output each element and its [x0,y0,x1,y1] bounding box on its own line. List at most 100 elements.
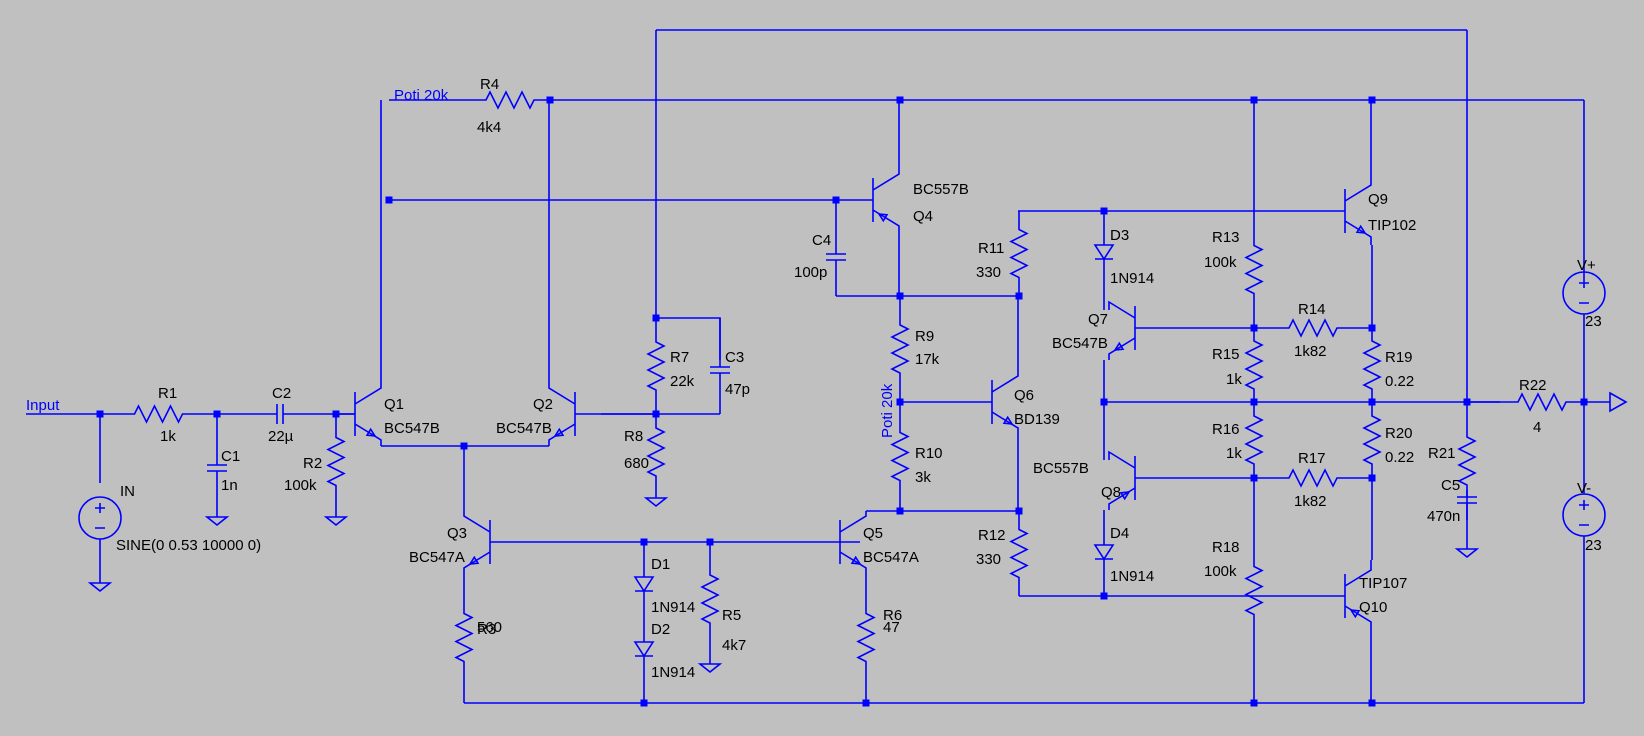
r17-ref: R17 [1298,450,1326,467]
q6-value: BD139 [1014,411,1060,428]
r5-value: 4k7 [722,637,746,654]
r3-ref: R3 [477,621,496,638]
r20-value: 0.22 [1385,449,1414,466]
q4-transistor-emitter-arrow [877,213,889,223]
r12-value: 330 [976,551,1001,568]
q8-transistor-emitter-arrow [1119,491,1131,501]
c4-value: 100p [794,264,827,281]
r12-ref: R12 [978,527,1006,544]
junction-dot [1580,398,1588,406]
r18-ref: R18 [1212,539,1240,556]
d2-diode [633,600,655,703]
in-ref: IN [120,483,135,500]
q7-transistor [1108,300,1254,360]
r8-value: 680 [624,455,649,472]
d1-ref: D1 [651,556,670,573]
r11-ref: R11 [978,240,1004,257]
junction-dot [1463,398,1471,406]
q2-ref: Q2 [533,396,553,413]
d4-diode [1093,510,1115,596]
c2-capacitor [217,404,336,424]
r3-resistor [454,572,474,703]
r21-resistor [1457,402,1477,520]
r9-ref: R9 [915,328,934,345]
c1-value: 1n [221,477,238,494]
v-minus-source-polarity [1579,500,1589,526]
vplus-ref: V+ [1577,257,1596,274]
q9-transistor-emitter-arrow [1355,224,1367,234]
r17-value: 1k82 [1294,493,1327,510]
c5-capacitor [1457,490,1477,541]
r18-value: 100k [1204,563,1237,580]
q7-ref: Q7 [1088,311,1108,328]
junction-dot [1015,292,1023,300]
junction-dot [640,538,648,546]
d2-value: 1N914 [651,664,695,681]
junction-dot [332,410,340,418]
r22-ref: R22 [1519,377,1547,394]
r7-resistor [646,318,666,414]
d4-ref: D4 [1110,525,1129,542]
junction-dot [1368,398,1376,406]
junction-dot [896,398,904,406]
r9-value: 17k [915,351,940,368]
junction-dot [862,699,870,707]
r15-ref: R15 [1212,346,1240,363]
q4-value: BC557B [913,181,969,198]
v-minus-source [1562,493,1606,537]
v-plus-source-polarity [1579,278,1589,304]
r10-resistor [890,402,910,511]
q5-transistor-emitter-arrow [850,555,862,565]
r6-resistor [856,572,876,703]
r2-resistor [326,414,346,509]
r17-resistor [1254,468,1372,488]
in-voltage-source-polarity [95,503,105,529]
component-labels: Input Poti 20k Poti 20k R1 1k R2 100k R3… [26,76,1602,681]
ground-symbol [643,490,669,508]
d1-value: 1N914 [651,599,695,616]
c3-capacitor [710,318,730,414]
q7-transistor-emitter-arrow [1113,341,1125,351]
junction-dot [1100,207,1108,215]
ground-symbol [1454,541,1480,559]
r22-resistor [1500,392,1584,412]
q5-value: BC547A [863,549,919,566]
q3-transistor-emitter-arrow [468,555,480,565]
r1-resistor [100,404,217,424]
vplus-value: 23 [1585,313,1602,330]
q9-value: TIP102 [1368,217,1416,234]
r2-ref: R2 [303,455,322,472]
c5-value: 470n [1427,508,1460,525]
r14-resistor [1254,318,1372,338]
r10-value: 3k [915,469,931,486]
q1-ref: Q1 [384,396,404,413]
q3-value: BC547A [409,549,465,566]
net-label-poti-side: Poti 20k [879,383,896,438]
junction-dot [460,442,468,450]
r20-ref: R20 [1385,425,1413,442]
c4-ref: C4 [812,232,831,249]
c3-value: 47p [725,381,750,398]
junction-dot [652,410,660,418]
c4-capacitor [826,200,846,296]
r7-ref: R7 [670,349,689,366]
q7-value: BC547B [1052,335,1108,352]
r15-resistor [1244,328,1264,402]
junction-dot [1015,507,1023,515]
r11-resistor [1009,211,1029,296]
v-plus-source [1562,271,1606,315]
r19-value: 0.22 [1385,373,1414,390]
r1-value: 1k [160,428,176,445]
vminus-value: 23 [1585,537,1602,554]
r7-value: 22k [670,373,695,390]
net-label-input: Input [26,397,60,414]
junction-dot [1250,398,1258,406]
c2-ref: C2 [272,385,291,402]
q8-value: BC557B [1033,460,1089,477]
r5-ref: R5 [722,607,741,624]
junction-dot [640,699,648,707]
ground-symbol [697,656,723,674]
r20-resistor [1362,402,1382,478]
junction-dot [1250,324,1258,332]
